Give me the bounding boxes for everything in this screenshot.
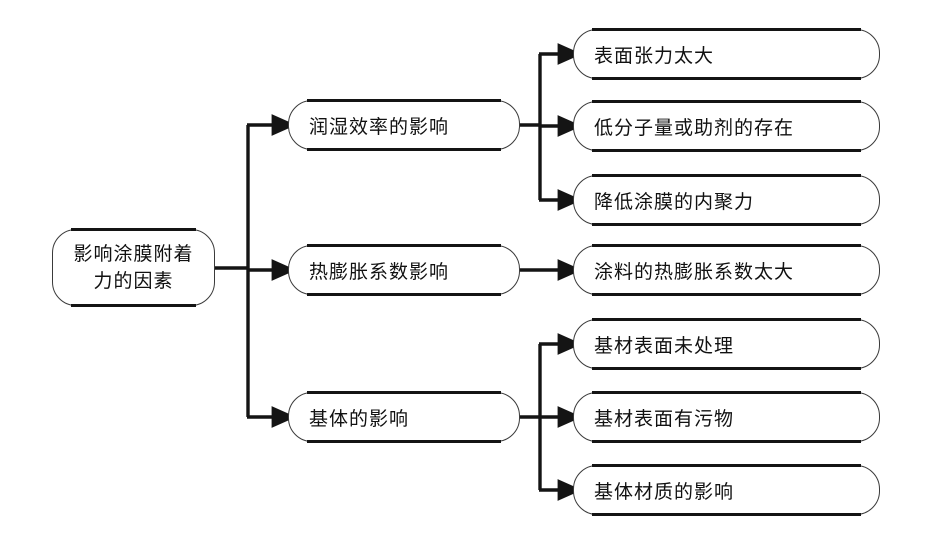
- node-accent-bar-bottom: [592, 366, 861, 371]
- node-accent-bar-top: [592, 27, 861, 32]
- node-accent-bar-bottom: [592, 76, 861, 81]
- node-leaf-label: 低分子量或助剂的存在: [594, 116, 795, 139]
- node-accent-bar-top: [592, 463, 861, 468]
- node-branch-label: 基体的影响: [309, 407, 410, 430]
- node-accent-bar-top: [307, 243, 501, 248]
- node-accent-bar-bottom: [592, 439, 861, 444]
- node-leaf-label: 涂料的热膨胀系数太大: [594, 260, 795, 283]
- node-leaf-contaminant[interactable]: 基材表面有污物: [573, 390, 880, 444]
- node-accent-bar-top: [592, 243, 861, 248]
- node-branch-label: 热膨胀系数影响: [309, 260, 450, 283]
- node-accent-bar-bottom: [307, 439, 501, 444]
- node-branch-thermal[interactable]: 热膨胀系数影响: [288, 243, 520, 297]
- node-root-label: 影响涂膜附着 力的因素: [73, 242, 194, 292]
- node-accent-bar-top: [71, 227, 196, 232]
- node-leaf-cohesion[interactable]: 降低涂膜的内聚力: [573, 173, 880, 227]
- node-leaf-material[interactable]: 基体材质的影响: [573, 463, 880, 517]
- node-branch-substrate[interactable]: 基体的影响: [288, 390, 520, 444]
- node-accent-bar-bottom: [592, 512, 861, 517]
- node-accent-bar-bottom: [592, 222, 861, 227]
- node-branch-wetting[interactable]: 润湿效率的影响: [288, 98, 520, 152]
- node-leaf-label: 表面张力太大: [594, 44, 715, 67]
- node-accent-bar-bottom: [592, 148, 861, 153]
- node-accent-bar-bottom: [592, 292, 861, 297]
- node-leaf-label: 基体材质的影响: [594, 480, 735, 503]
- node-leaf-untreated[interactable]: 基材表面未处理: [573, 317, 880, 371]
- node-accent-bar-top: [592, 173, 861, 178]
- node-leaf-label: 降低涂膜的内聚力: [594, 190, 755, 213]
- node-accent-bar-top: [307, 98, 501, 103]
- node-accent-bar-bottom: [307, 292, 501, 297]
- node-accent-bar-top: [592, 390, 861, 395]
- node-accent-bar-top: [307, 390, 501, 395]
- node-leaf-low-molecular[interactable]: 低分子量或助剂的存在: [573, 99, 880, 153]
- node-root[interactable]: 影响涂膜附着 力的因素: [52, 227, 215, 308]
- node-leaf-label: 基材表面未处理: [594, 334, 735, 357]
- node-leaf-label: 基材表面有污物: [594, 407, 735, 430]
- node-accent-bar-top: [592, 99, 861, 104]
- node-leaf-coating-expansion[interactable]: 涂料的热膨胀系数太大: [573, 243, 880, 297]
- node-accent-bar-bottom: [307, 147, 501, 152]
- node-leaf-surface-tension[interactable]: 表面张力太大: [573, 27, 880, 81]
- node-accent-bar-top: [592, 317, 861, 322]
- node-branch-label: 润湿效率的影响: [309, 115, 450, 138]
- node-accent-bar-bottom: [71, 303, 196, 308]
